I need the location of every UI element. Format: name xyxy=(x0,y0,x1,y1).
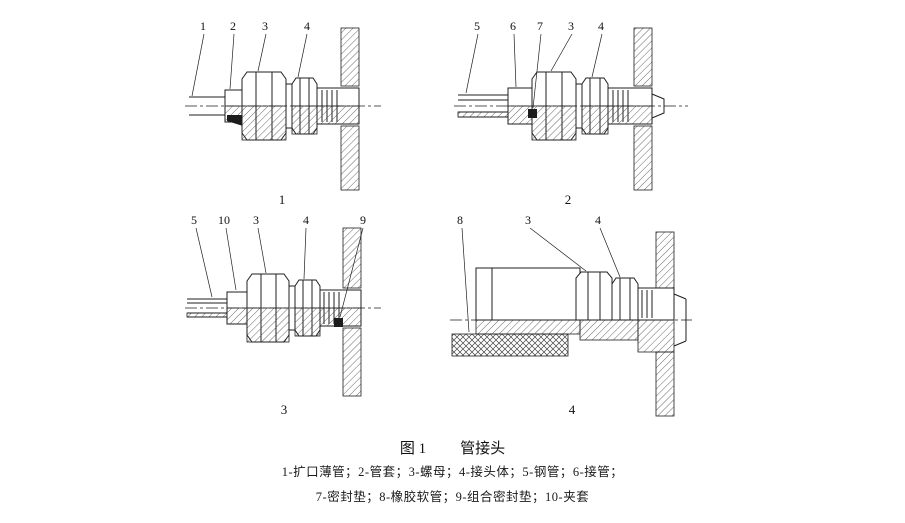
leader-line xyxy=(339,227,364,318)
rubber-hose-wall xyxy=(451,333,569,357)
callout-label: 5 xyxy=(191,213,197,227)
tube-sleeve xyxy=(224,89,244,126)
callout-label: 2 xyxy=(230,19,236,33)
callout-label: 8 xyxy=(457,213,463,227)
callout-label: 9 xyxy=(360,213,366,227)
fitting-diagram-4: 8 3 4 4 xyxy=(450,213,692,417)
callout-label: 4 xyxy=(304,19,310,33)
fitting-diagram-1: 1 2 3 4 1 xyxy=(185,19,381,207)
figure-label: 图 1 xyxy=(399,441,427,457)
callout-label: 1 xyxy=(200,19,206,33)
leader-line xyxy=(591,33,603,78)
wall-section xyxy=(633,27,653,191)
callout-label: 6 xyxy=(510,19,516,33)
nut xyxy=(575,271,613,321)
leader-line xyxy=(191,33,205,97)
combined-seal xyxy=(334,318,343,327)
fitting-diagram-2: 5 6 7 3 4 2 xyxy=(454,19,688,207)
legend-line-2: 7-密封垫；8-橡胶软管；9-组合密封垫；10-夹套 xyxy=(315,490,590,504)
leader-line xyxy=(550,33,573,72)
leader-line xyxy=(513,33,517,88)
callout-label: 5 xyxy=(474,19,480,33)
figure-number: 1 xyxy=(279,192,286,207)
figure-number: 3 xyxy=(281,402,288,417)
fitting-body xyxy=(579,277,687,353)
nut xyxy=(246,273,290,343)
callout-label: 4 xyxy=(598,19,604,33)
callouts: 5 10 3 4 9 xyxy=(191,213,366,318)
fitting-diagram-3: 5 10 3 4 9 3 xyxy=(185,213,381,417)
callouts: 5 6 7 3 4 xyxy=(465,19,604,109)
fitting-body xyxy=(285,77,360,135)
figure-caption: 图 1 管接头 xyxy=(0,437,905,458)
leader-line xyxy=(195,227,213,298)
leader-line xyxy=(297,33,308,78)
wall-section xyxy=(655,231,675,417)
leader-line xyxy=(529,227,587,272)
legend-line-1: 1-扩口薄管；2-管套；3-螺母；4-接头体；5-钢管；6-接管； xyxy=(281,465,624,479)
callouts: 1 2 3 4 xyxy=(191,19,310,97)
leader-line xyxy=(461,227,470,333)
callout-label: 4 xyxy=(303,213,309,227)
leader-line xyxy=(225,227,237,291)
leader-line xyxy=(465,33,479,94)
seal-washer xyxy=(528,109,537,118)
callout-label: 10 xyxy=(218,213,230,227)
leader-line xyxy=(257,33,267,72)
callout-label: 7 xyxy=(537,19,543,33)
figure-number: 2 xyxy=(565,192,572,207)
leader-line xyxy=(229,33,235,90)
hose-socket xyxy=(475,267,581,335)
leader-line xyxy=(257,227,267,274)
callout-label: 4 xyxy=(595,213,601,227)
callout-label: 3 xyxy=(568,19,574,33)
figure-title: 管接头 xyxy=(460,441,506,457)
leader-line xyxy=(599,227,621,278)
callout-label: 3 xyxy=(262,19,268,33)
callouts: 8 3 4 xyxy=(457,213,621,333)
figure-number: 4 xyxy=(569,402,576,417)
callout-label: 3 xyxy=(525,213,531,227)
wall-section xyxy=(340,27,360,191)
fitting-body xyxy=(288,279,362,337)
wall-section xyxy=(342,227,362,397)
threads xyxy=(641,290,653,318)
callout-label: 3 xyxy=(253,213,259,227)
leader-line xyxy=(532,33,542,109)
nut xyxy=(241,71,287,141)
leader-line xyxy=(303,227,307,280)
